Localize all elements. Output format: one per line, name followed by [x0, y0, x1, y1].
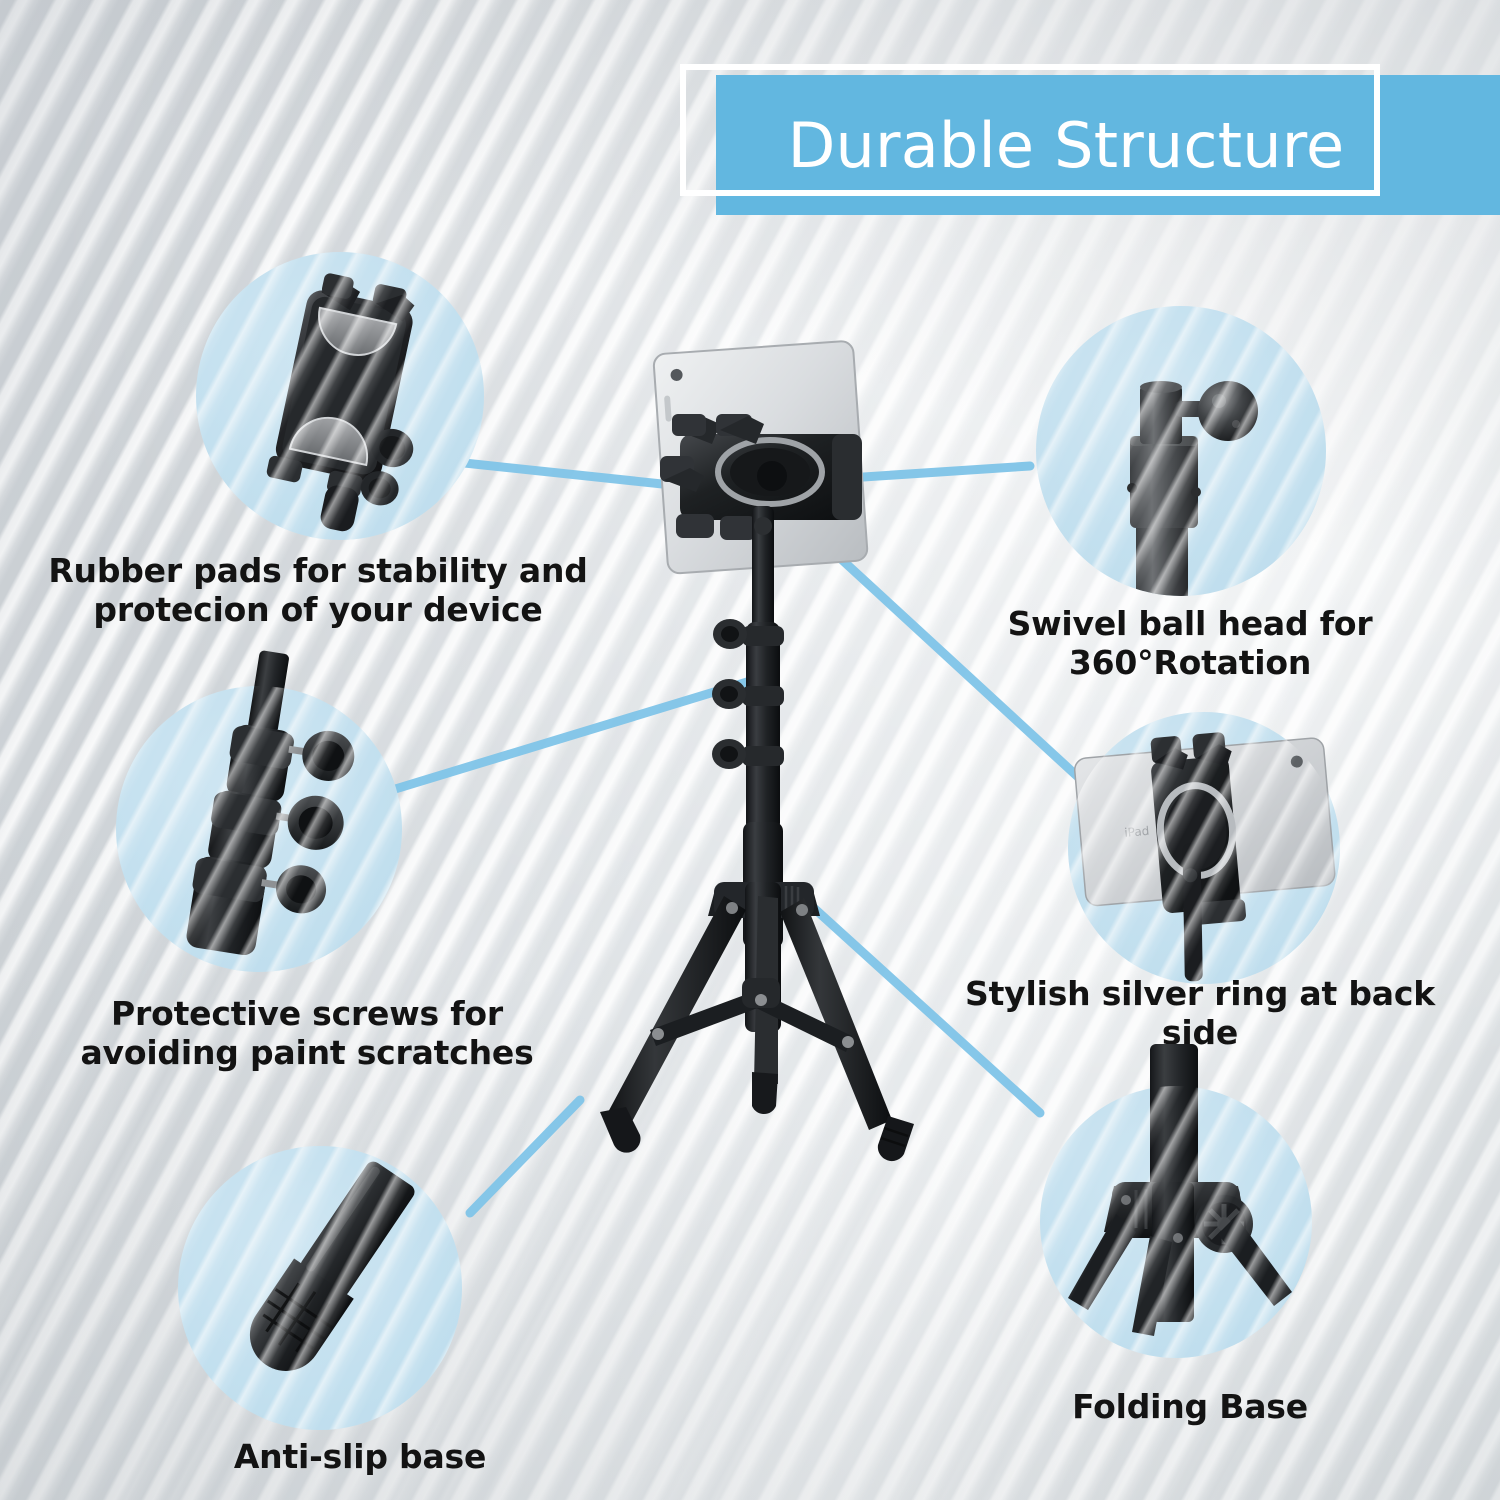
caption-swivel-ball-head-line1: Swivel ball head for 360°Rotation — [1007, 604, 1373, 682]
caption-silver-ring-line1: Stylish silver ring at back side — [965, 974, 1435, 1052]
caption-protective-screws: Protective screws for avoiding paint scr… — [72, 994, 542, 1073]
tablet-back-silver-ring-photo: iPad — [1068, 712, 1340, 984]
caption-anti-slip-base: Anti-slip base — [160, 1437, 560, 1477]
callout-bubble-rubber-pads — [196, 252, 484, 540]
callout-bubble-protective-screws — [116, 650, 402, 972]
title-banner-outline — [680, 64, 1380, 196]
telescoping-pole-screws-photo — [116, 650, 402, 972]
caption-anti-slip-base-line1: Anti-slip base — [233, 1437, 487, 1476]
swivel-ball-head-photo — [1036, 306, 1326, 596]
caption-protective-screws-line2: avoiding paint scratches — [80, 1032, 534, 1072]
caption-silver-ring: Stylish silver ring at back side — [940, 974, 1460, 1053]
caption-rubber-pads-line2: protecion of your device — [93, 589, 543, 629]
folding-tripod-hub-photo — [1040, 1044, 1312, 1358]
callout-bubble-swivel-ball-head — [1036, 306, 1326, 596]
page-title: Durable Structure — [787, 108, 1345, 182]
caption-protective-screws-line1: Protective screws for — [111, 994, 503, 1033]
product-tablet-tripod-stand: iPad — [540, 330, 960, 1170]
product-tripod-legs — [600, 896, 914, 1162]
tablet-holder-clamp-photo — [196, 252, 484, 540]
caption-rubber-pads: Rubber pads for stability and protecion … — [48, 551, 588, 630]
callout-bubble-silver-ring: iPad — [1068, 712, 1340, 984]
caption-folding-base: Folding Base — [1000, 1387, 1380, 1427]
caption-folding-base-line1: Folding Base — [1072, 1387, 1308, 1426]
svg-text:iPad: iPad — [1124, 824, 1150, 840]
product-adjust-knobs — [712, 619, 747, 769]
callout-bubble-anti-slip-base — [178, 1146, 462, 1430]
callout-bubble-folding-base — [1040, 1044, 1312, 1358]
caption-swivel-ball-head: Swivel ball head for 360°Rotation — [900, 604, 1480, 683]
caption-rubber-pads-line1: Rubber pads for stability and — [48, 551, 588, 590]
rubber-foot-tip-photo — [178, 1146, 462, 1430]
